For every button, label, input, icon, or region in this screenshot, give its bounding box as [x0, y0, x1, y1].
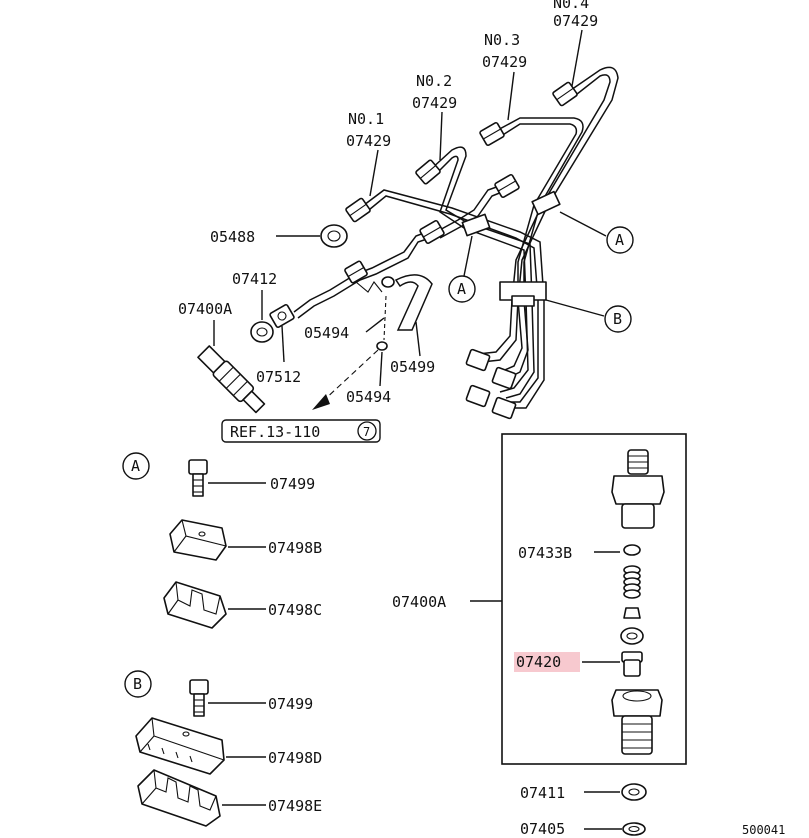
marker-a1: A [615, 231, 624, 249]
label-no2: N0.2 [416, 72, 452, 90]
ref-circle [357, 421, 377, 441]
label-b-07498e: 07498E [268, 797, 322, 815]
marker-a2: A [457, 280, 466, 298]
bolt-b [189, 679, 209, 717]
pipe-clamps [461, 190, 561, 307]
label-no4: N0.4 [553, 0, 589, 12]
label-ref-circle: 7 [363, 425, 370, 439]
nozzle-07420 [621, 651, 643, 677]
ring-07433b [623, 544, 641, 556]
nut-05488 [320, 224, 348, 248]
label-no4-num: 07429 [553, 12, 598, 30]
label-ref: REF.13-110 [230, 423, 320, 441]
label-05494-b: 05494 [346, 388, 391, 406]
label-no2-num: 07429 [412, 94, 457, 112]
label-07400a-box: 07400A [392, 593, 446, 611]
ref-arrow [312, 349, 379, 410]
spring [623, 565, 641, 599]
label-b-07498d: 07498D [268, 749, 322, 767]
label-no3: N0.3 [484, 31, 520, 49]
label-no1: N0.1 [348, 110, 384, 128]
label-05488: 05488 [210, 228, 255, 246]
washer-07412 [250, 321, 274, 343]
label-a-07499: 07499 [270, 475, 315, 493]
label-07512: 07512 [256, 368, 301, 386]
clamp-07498d [135, 717, 225, 775]
injector-assembly [197, 345, 266, 414]
washer-07411 [621, 783, 647, 801]
label-05499: 05499 [390, 358, 435, 376]
label-07405: 07405 [520, 820, 565, 838]
label-a-07498c: 07498C [268, 601, 322, 619]
clamp-07498c [163, 581, 227, 629]
ref-box [221, 419, 381, 443]
bolt-a [188, 459, 208, 497]
diagram-code: 500041 [742, 823, 785, 837]
retaining-nut [611, 689, 663, 755]
label-07411: 07411 [520, 784, 565, 802]
top-callouts: N0.4 07429 N0.3 07429 N0.2 07429 N0.1 07… [178, 0, 598, 443]
group-b: B 07499 07498D 07498E [124, 670, 322, 827]
label-07400a-top: 07400A [178, 300, 232, 318]
label-07412: 07412 [232, 270, 277, 288]
group-a-label: A [131, 457, 140, 475]
group-a: A 07499 07498B 07498C [122, 452, 322, 629]
leak-off-hose [355, 274, 433, 351]
label-b-07499: 07499 [268, 695, 313, 713]
injector-exploded-box: 07433B 07420 [392, 433, 687, 765]
label-05494-a: 05494 [304, 324, 349, 342]
section-markers: A A B [448, 211, 634, 333]
pipe-nuts [269, 81, 578, 420]
label-a-07498b: 07498B [268, 539, 322, 557]
washer-07405 [622, 822, 646, 836]
spacer-ring [620, 627, 644, 645]
injection-pipes [293, 66, 619, 409]
clamp-07498b [169, 519, 227, 561]
group-b-label: B [133, 675, 142, 693]
marker-b1: B [613, 310, 622, 328]
label-no3-num: 07429 [482, 53, 527, 71]
nozzle-holder-top [611, 449, 665, 529]
label-no1-num: 07429 [346, 132, 391, 150]
label-07433b: 07433B [518, 544, 572, 562]
label-07420: 07420 [516, 653, 561, 671]
spring-seat [623, 607, 641, 619]
highlight-07420 [514, 652, 580, 672]
clamp-07498e [137, 769, 221, 827]
